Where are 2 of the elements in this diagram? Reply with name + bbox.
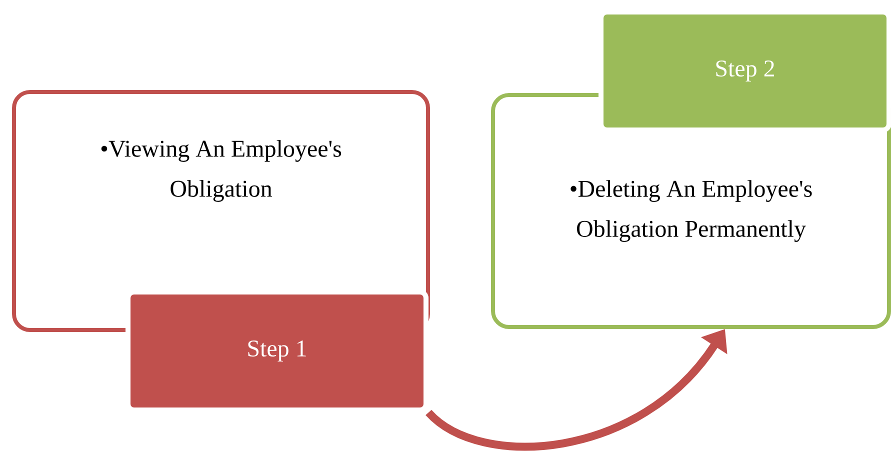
step-box: Step 1 [126,290,428,412]
step-box: Step 2 [598,10,891,132]
